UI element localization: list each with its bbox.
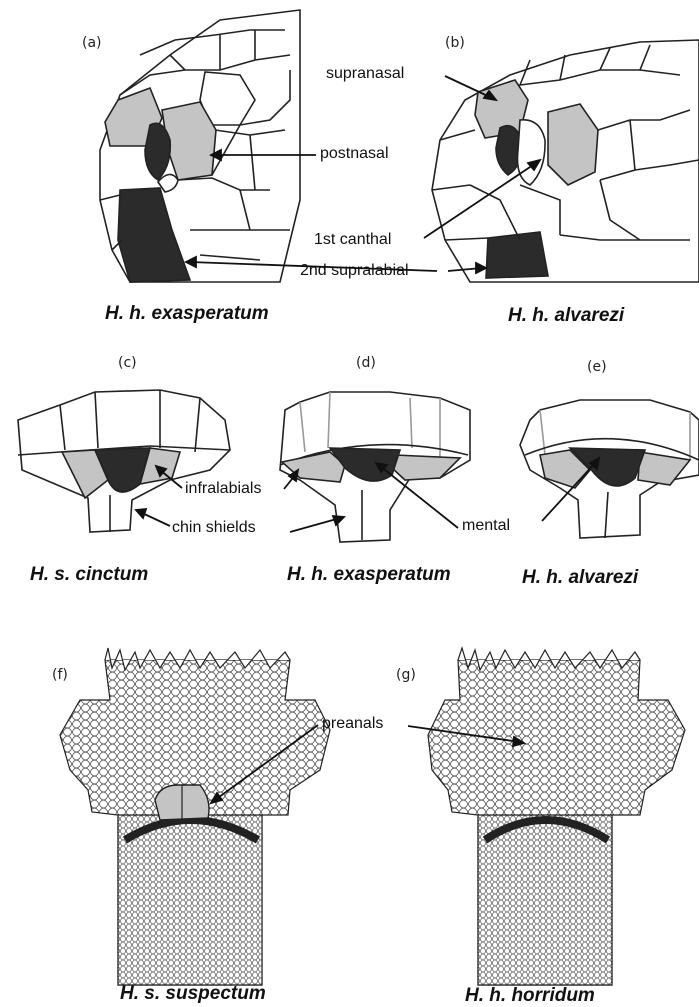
panel-label-c: (c) <box>118 356 137 370</box>
label-first-canthal: 1st canthal <box>314 232 391 248</box>
caption-f: H. s. suspectum <box>120 984 266 1003</box>
caption-e: H. h. alvarezi <box>522 568 638 587</box>
panel-label-e: (e) <box>587 360 607 374</box>
label-infralabials: infralabials <box>185 481 261 497</box>
panel-label-b: (b) <box>445 36 465 50</box>
label-chin-shields: chin shields <box>172 520 256 536</box>
chin-c-drawing <box>18 390 230 532</box>
chin-e-drawing <box>520 400 699 538</box>
caption-g: H. h. horridum <box>465 986 595 1005</box>
label-second-supralabial: 2nd supralabial <box>300 263 409 279</box>
caption-d: H. h. exasperatum <box>287 565 451 584</box>
panel-label-g: (g) <box>396 668 416 682</box>
vent-f-drawing <box>60 648 330 985</box>
label-postnasal: postnasal <box>320 146 389 162</box>
caption-c: H. s. cinctum <box>30 565 148 584</box>
label-mental: mental <box>462 518 510 534</box>
head-b-drawing <box>432 40 699 282</box>
caption-b: H. h. alvarezi <box>508 306 624 325</box>
label-preanals: preanals <box>322 716 383 732</box>
panel-label-d: (d) <box>356 356 376 370</box>
caption-a: H. h. exasperatum <box>105 304 269 323</box>
label-supranasal: supranasal <box>326 66 404 82</box>
vent-g-drawing <box>428 648 685 985</box>
panel-label-a: (a) <box>82 36 102 50</box>
chin-d-drawing <box>280 392 470 542</box>
panel-label-f: (f) <box>52 668 68 682</box>
head-a-drawing <box>100 10 300 282</box>
